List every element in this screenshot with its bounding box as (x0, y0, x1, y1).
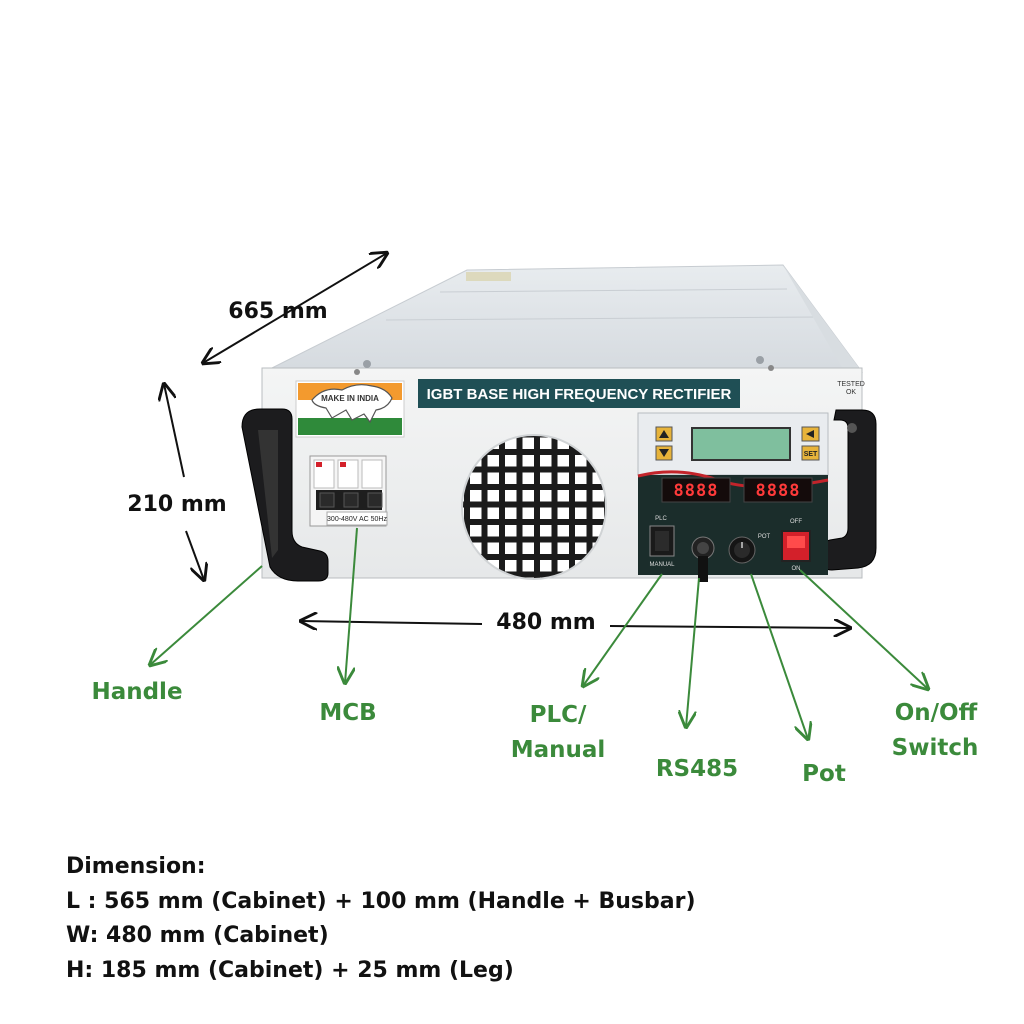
mcb-breaker[interactable]: 300-480V AC 50Hz (309, 455, 388, 527)
mcb-rating-label: 300-480V AC 50Hz (327, 516, 387, 523)
make-in-india-logo: MAKE IN INDIA (295, 380, 405, 438)
switch-callout-line2: Switch (892, 735, 979, 761)
banner-title: IGBT BASE HIGH FREQUENCY RECTIFIER (427, 386, 732, 403)
manual-label: MANUAL (649, 562, 675, 568)
on-label: ON (792, 566, 801, 572)
switch-callout-line1: On/Off (895, 700, 978, 726)
width-arrow-left (301, 621, 483, 624)
rs485-callout: RS485 (656, 756, 738, 782)
callout-labels: Handle MCB PLC/ Manual RS485 Pot On/Off … (91, 679, 978, 787)
width-arrow-right (609, 626, 850, 628)
current-readout: 8888 (756, 481, 801, 501)
plc-callout-line1: PLC/ (530, 702, 587, 728)
dimension-specs: Dimension: L : 565 mm (Cabinet) + 100 mm… (66, 850, 966, 988)
left-handle[interactable] (241, 408, 329, 582)
set-button-label: SET (804, 451, 818, 458)
tested-ok-sticker: TESTED OK (837, 381, 865, 396)
fan-grill (461, 434, 607, 580)
voltage-display (661, 477, 731, 503)
height-arrow-lower (185, 530, 204, 580)
spec-height: H: 185 mm (Cabinet) + 25 mm (Leg) (66, 957, 514, 983)
plc-label: PLC (655, 516, 667, 522)
width-label: 480 mm (496, 610, 595, 635)
off-label: OFF (790, 519, 802, 525)
dimension-arrows: 665 mm 210 mm 480 mm (127, 253, 850, 635)
ok-label: OK (846, 389, 856, 396)
mcb-callout: MCB (319, 700, 376, 726)
spec-heading: Dimension: (66, 854, 206, 879)
depth-label: 665 mm (228, 299, 327, 324)
control-panel: SET 8888 8888 PLC MANUAL POT OFF ON (637, 412, 829, 582)
plc-callout-line2: Manual (511, 737, 606, 763)
pot-callout: Pot (802, 761, 846, 787)
depth-arrow (203, 253, 387, 363)
lcd-display (691, 427, 791, 461)
logo-text: MAKE IN INDIA (321, 394, 379, 403)
potentiometer-knob[interactable] (728, 536, 756, 564)
tested-label: TESTED (837, 381, 865, 388)
spec-width: W: 480 mm (Cabinet) (66, 923, 329, 948)
voltage-readout: 8888 (674, 481, 719, 501)
height-arrow-upper (164, 384, 185, 478)
product-banner: IGBT BASE HIGH FREQUENCY RECTIFIER (418, 379, 740, 408)
callout-arrows (150, 527, 928, 739)
handle-callout: Handle (91, 679, 182, 705)
set-button[interactable] (801, 445, 820, 461)
height-label: 210 mm (127, 492, 226, 517)
current-display (743, 477, 813, 503)
rs485-connector[interactable] (691, 536, 715, 582)
spec-length: L : 565 mm (Cabinet) + 100 mm (Handle + … (66, 888, 696, 914)
pot-label: POT (758, 534, 771, 540)
